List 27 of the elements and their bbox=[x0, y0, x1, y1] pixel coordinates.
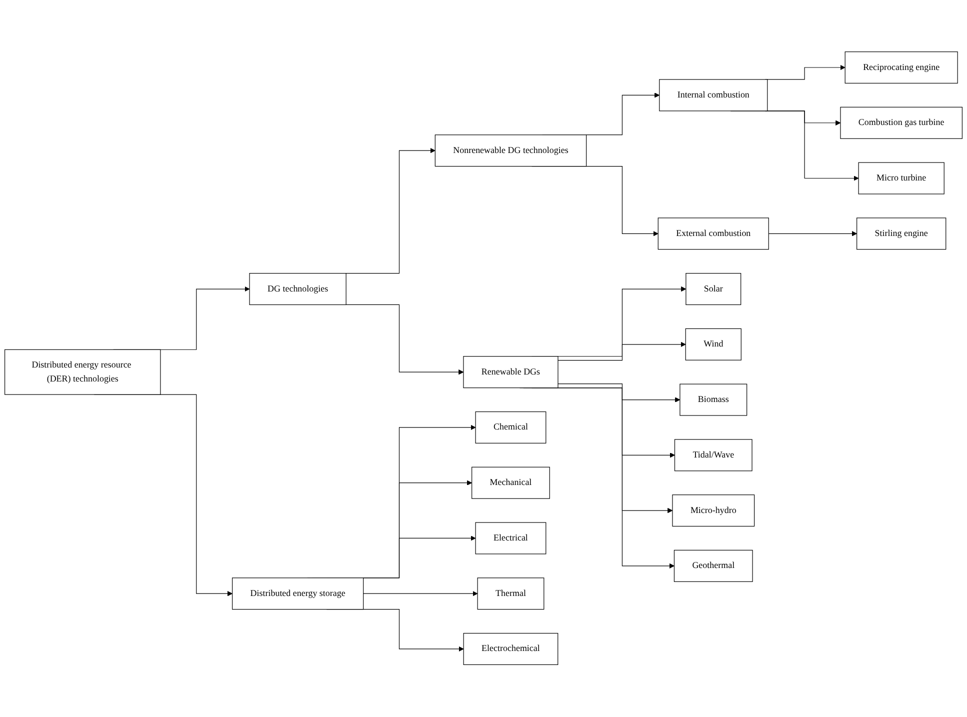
node-box: Stirling engine bbox=[856, 218, 946, 250]
arrow bbox=[764, 65, 846, 80]
arrow bbox=[363, 591, 478, 596]
node-box: Solar bbox=[686, 273, 742, 306]
arrow bbox=[558, 342, 686, 361]
arrow bbox=[768, 231, 858, 237]
node-box: Renewable DGs bbox=[463, 356, 558, 388]
node-box: Micro turbine bbox=[858, 162, 944, 195]
node-box: Wind bbox=[685, 328, 742, 361]
node-box: Electrical bbox=[475, 522, 546, 554]
node-box: Combustion gas turbine bbox=[840, 107, 962, 140]
node-box: Biomass bbox=[680, 384, 748, 416]
node-box: Chemical bbox=[475, 412, 546, 444]
arrow bbox=[558, 384, 680, 403]
node-box: Internal combustion bbox=[659, 79, 768, 112]
node-box: Thermal bbox=[477, 578, 544, 610]
node-box: Tidal/Wave bbox=[674, 439, 752, 472]
node-box: Micro-hydro bbox=[672, 494, 755, 527]
node-box: Mechanical bbox=[472, 467, 550, 500]
node-box: Nonrenewable DG technologies bbox=[434, 134, 587, 167]
node-box: Distributed energy storage bbox=[232, 578, 364, 610]
node-box: Electrochemical bbox=[463, 633, 558, 666]
node-box: Reciprocating engine bbox=[844, 52, 958, 84]
node-box: DG technologies bbox=[249, 273, 346, 306]
node-box: Distributed energy resource (DER) technologies bbox=[4, 350, 161, 396]
node-box: External combustion bbox=[658, 218, 769, 250]
node-box: Geothermal bbox=[674, 550, 753, 582]
